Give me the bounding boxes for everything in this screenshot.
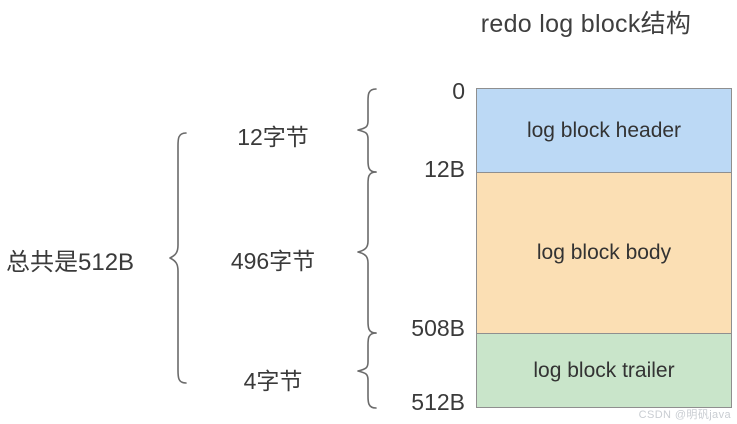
segment-size-label-header: 12字节 <box>237 124 309 150</box>
offset-label-12b: 12B <box>424 156 465 182</box>
block-log-block-header: log block header <box>476 88 732 173</box>
block-stack: log block header log block body log bloc… <box>476 88 732 408</box>
offset-label-0: 0 <box>452 78 465 104</box>
segment-size-label-body: 496字节 <box>230 248 316 274</box>
offset-label-508b: 508B <box>411 315 465 341</box>
diagram-title: redo log block结构 <box>480 10 692 38</box>
segment-size-label-trailer: 4字节 <box>243 368 303 394</box>
csdn-watermark: CSDN @明矾java <box>638 409 731 421</box>
total-size-label: 总共是512B <box>6 249 135 276</box>
block-log-block-body: log block body <box>476 172 732 334</box>
offset-label-512b: 512B <box>411 389 465 415</box>
block-log-block-trailer: log block trailer <box>476 333 732 408</box>
